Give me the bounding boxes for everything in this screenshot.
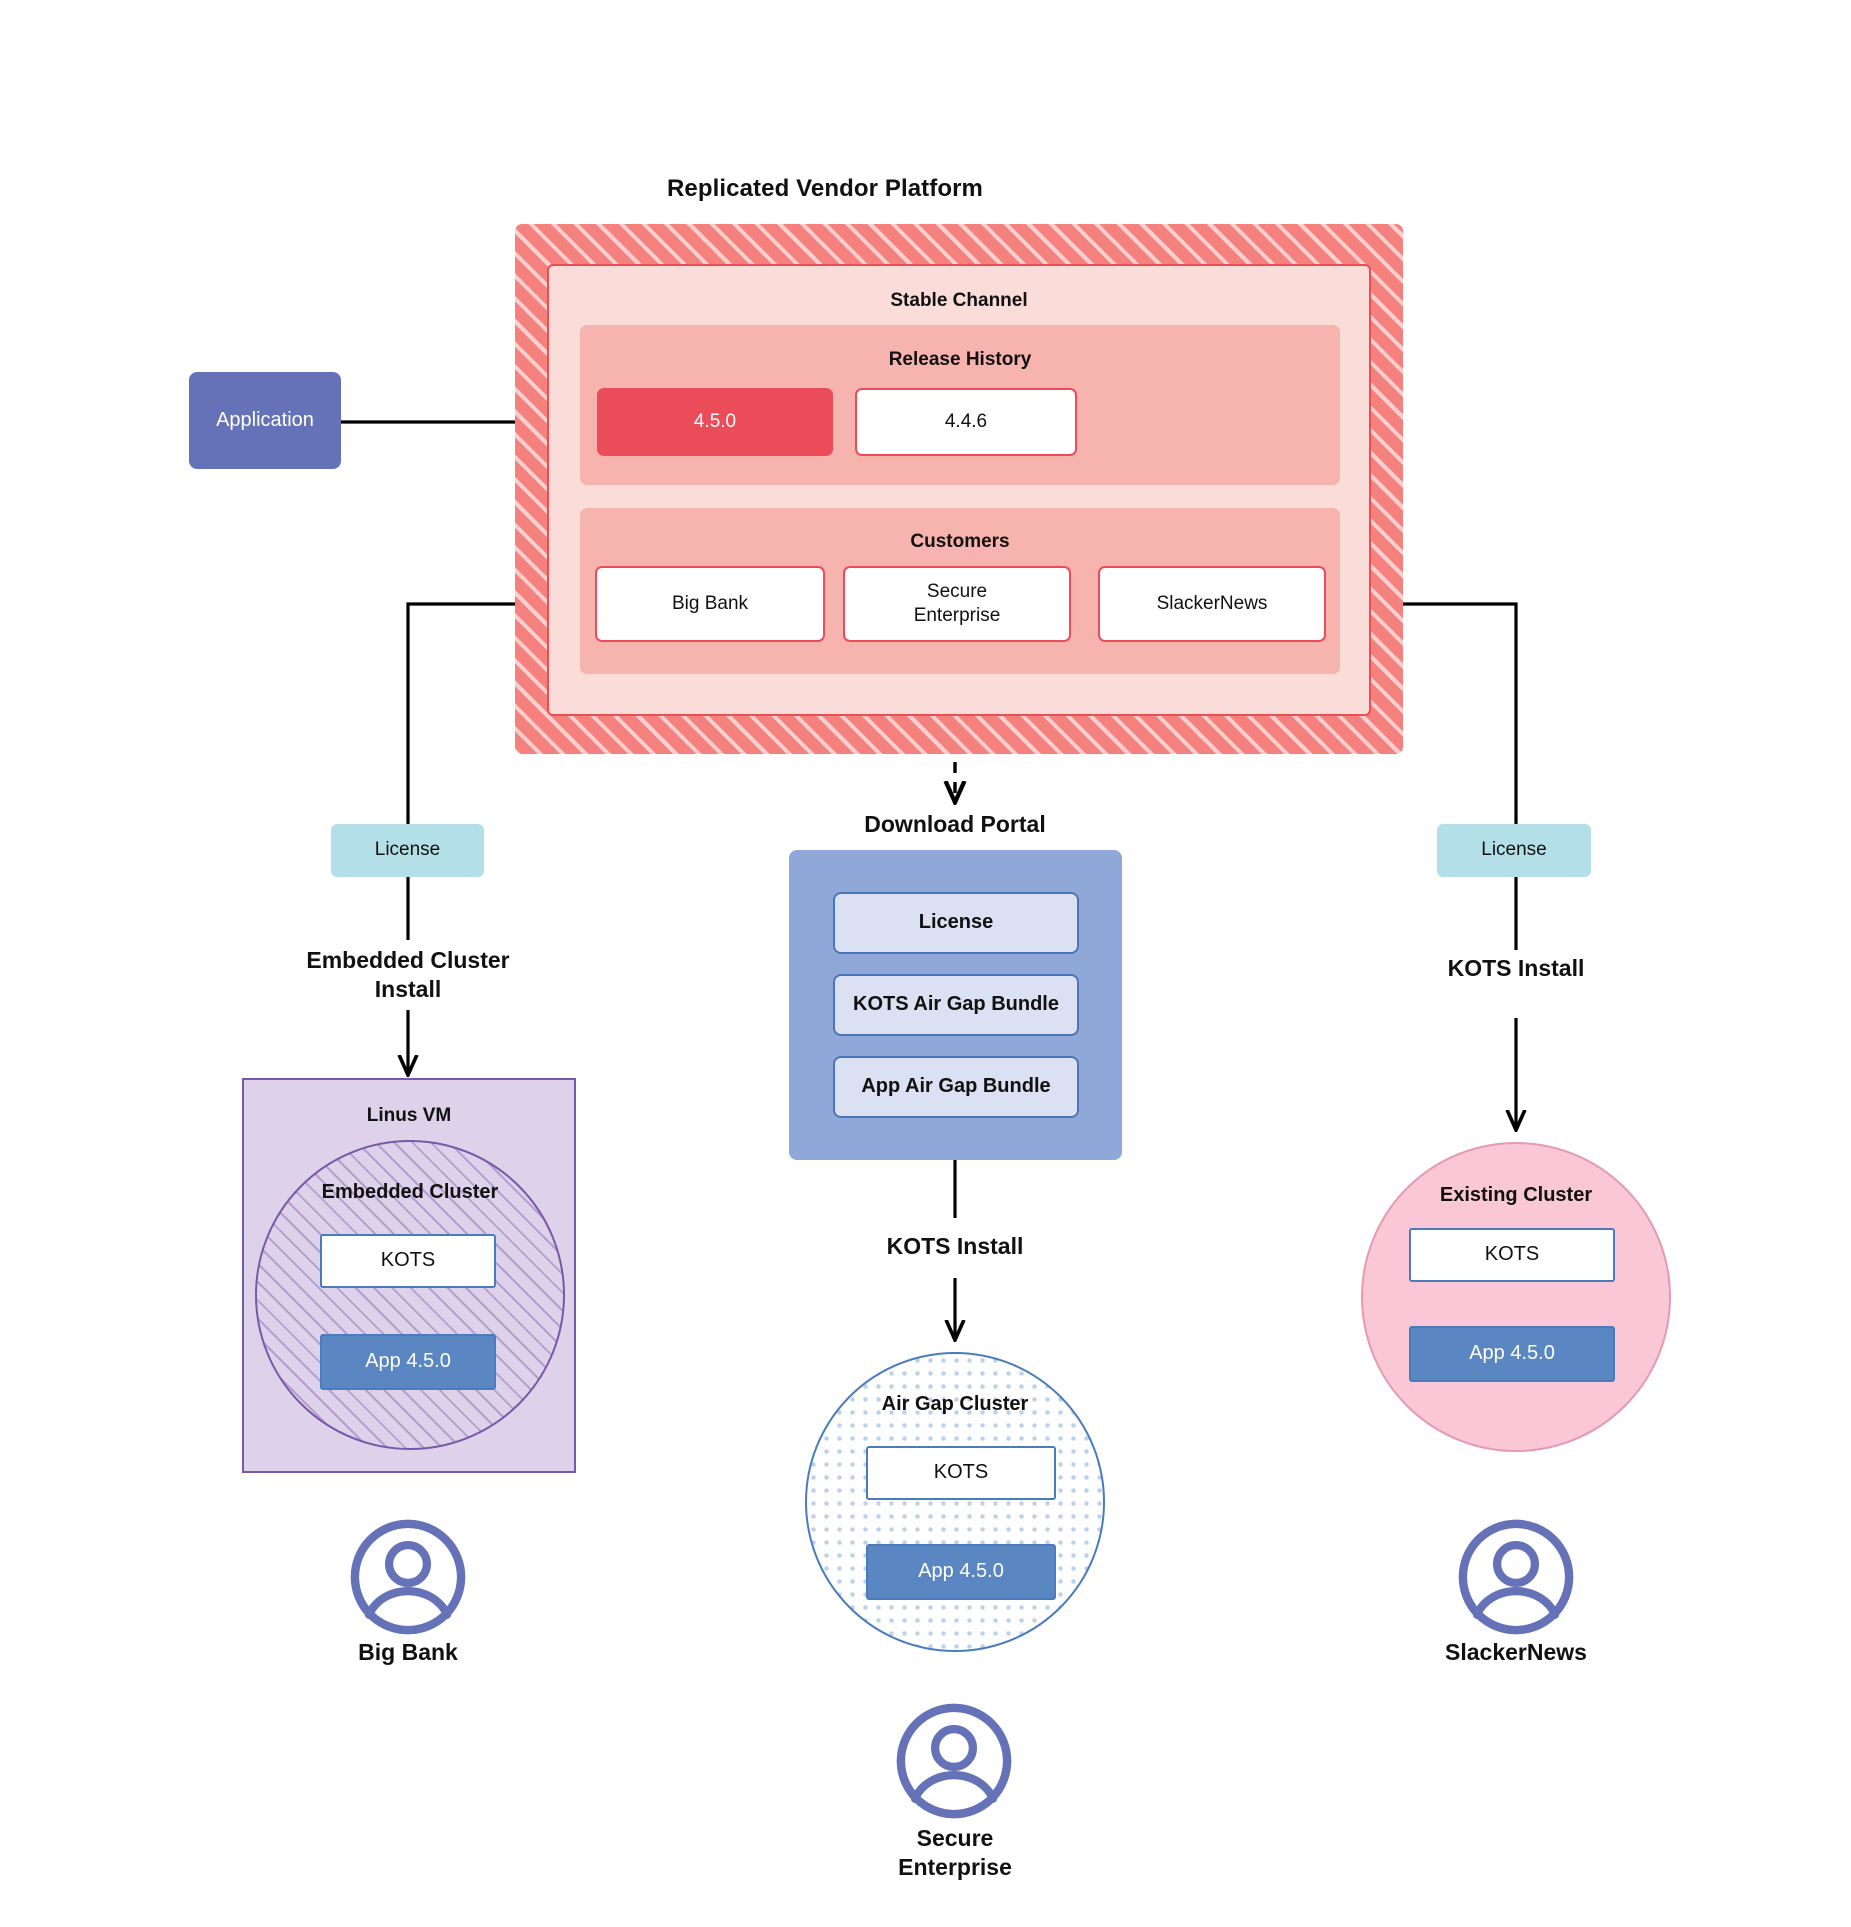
customers-title: Customers [910, 530, 1010, 552]
embedded-cluster-install-label: Embedded Cluster Install [306, 946, 510, 1002]
license-chip-right[interactable]: License [1437, 824, 1591, 877]
portal-item-license[interactable]: License [833, 892, 1079, 954]
embedded-cluster-title: Embedded Cluster [321, 1181, 499, 1204]
avatar-label-slackernews: SlackerNews [1445, 1639, 1587, 1666]
kots-install-label-center: KOTS Install [886, 1233, 1024, 1260]
kots-box-right[interactable]: KOTS [1409, 1228, 1615, 1282]
app-box-left[interactable]: App 4.5.0 [320, 1334, 496, 1390]
customer-chip-secure-enterprise[interactable]: Secure Enterprise [843, 566, 1071, 642]
embedded-cluster-circle [255, 1140, 565, 1450]
kots-install-label-right: KOTS Install [1447, 955, 1585, 982]
existing-cluster-title: Existing Cluster [1439, 1184, 1593, 1207]
avatar-label-secure-enterprise: Secure Enterprise [898, 1824, 1012, 1880]
avatar-label-big-bank: Big Bank [358, 1639, 458, 1666]
air-gap-cluster-title: Air Gap Cluster [881, 1393, 1029, 1416]
avatar-big-bank [349, 1518, 467, 1636]
kots-box-left[interactable]: KOTS [320, 1234, 496, 1288]
kots-box-center[interactable]: KOTS [866, 1446, 1056, 1500]
release-history-title: Release History [888, 348, 1032, 370]
release-chip-4-4-6[interactable]: 4.4.6 [855, 388, 1077, 456]
user-avatar-icon [1458, 1519, 1574, 1635]
air-gap-cluster-circle [805, 1352, 1105, 1652]
avatar-secure-enterprise [895, 1702, 1013, 1820]
release-chip-4-5-0[interactable]: 4.5.0 [597, 388, 833, 456]
linus-vm-title: Linus VM [366, 1104, 452, 1126]
app-box-right[interactable]: App 4.5.0 [1409, 1326, 1615, 1382]
application-box[interactable]: Application [189, 372, 341, 469]
customer-chip-big-bank[interactable]: Big Bank [595, 566, 825, 642]
app-box-center[interactable]: App 4.5.0 [866, 1544, 1056, 1600]
stable-channel-title: Stable Channel [890, 289, 1028, 311]
existing-cluster-circle [1361, 1142, 1671, 1452]
download-portal-title: Download Portal [864, 811, 1046, 838]
license-chip-left[interactable]: License [331, 824, 484, 877]
avatar-slackernews [1457, 1518, 1575, 1636]
portal-item-app-air-gap-bundle[interactable]: App Air Gap Bundle [833, 1056, 1079, 1118]
customer-chip-slackernews[interactable]: SlackerNews [1098, 566, 1326, 642]
page-title: Replicated Vendor Platform [666, 174, 983, 202]
portal-item-kots-air-gap-bundle[interactable]: KOTS Air Gap Bundle [833, 974, 1079, 1036]
user-avatar-icon [350, 1519, 466, 1635]
user-avatar-icon [896, 1703, 1012, 1819]
